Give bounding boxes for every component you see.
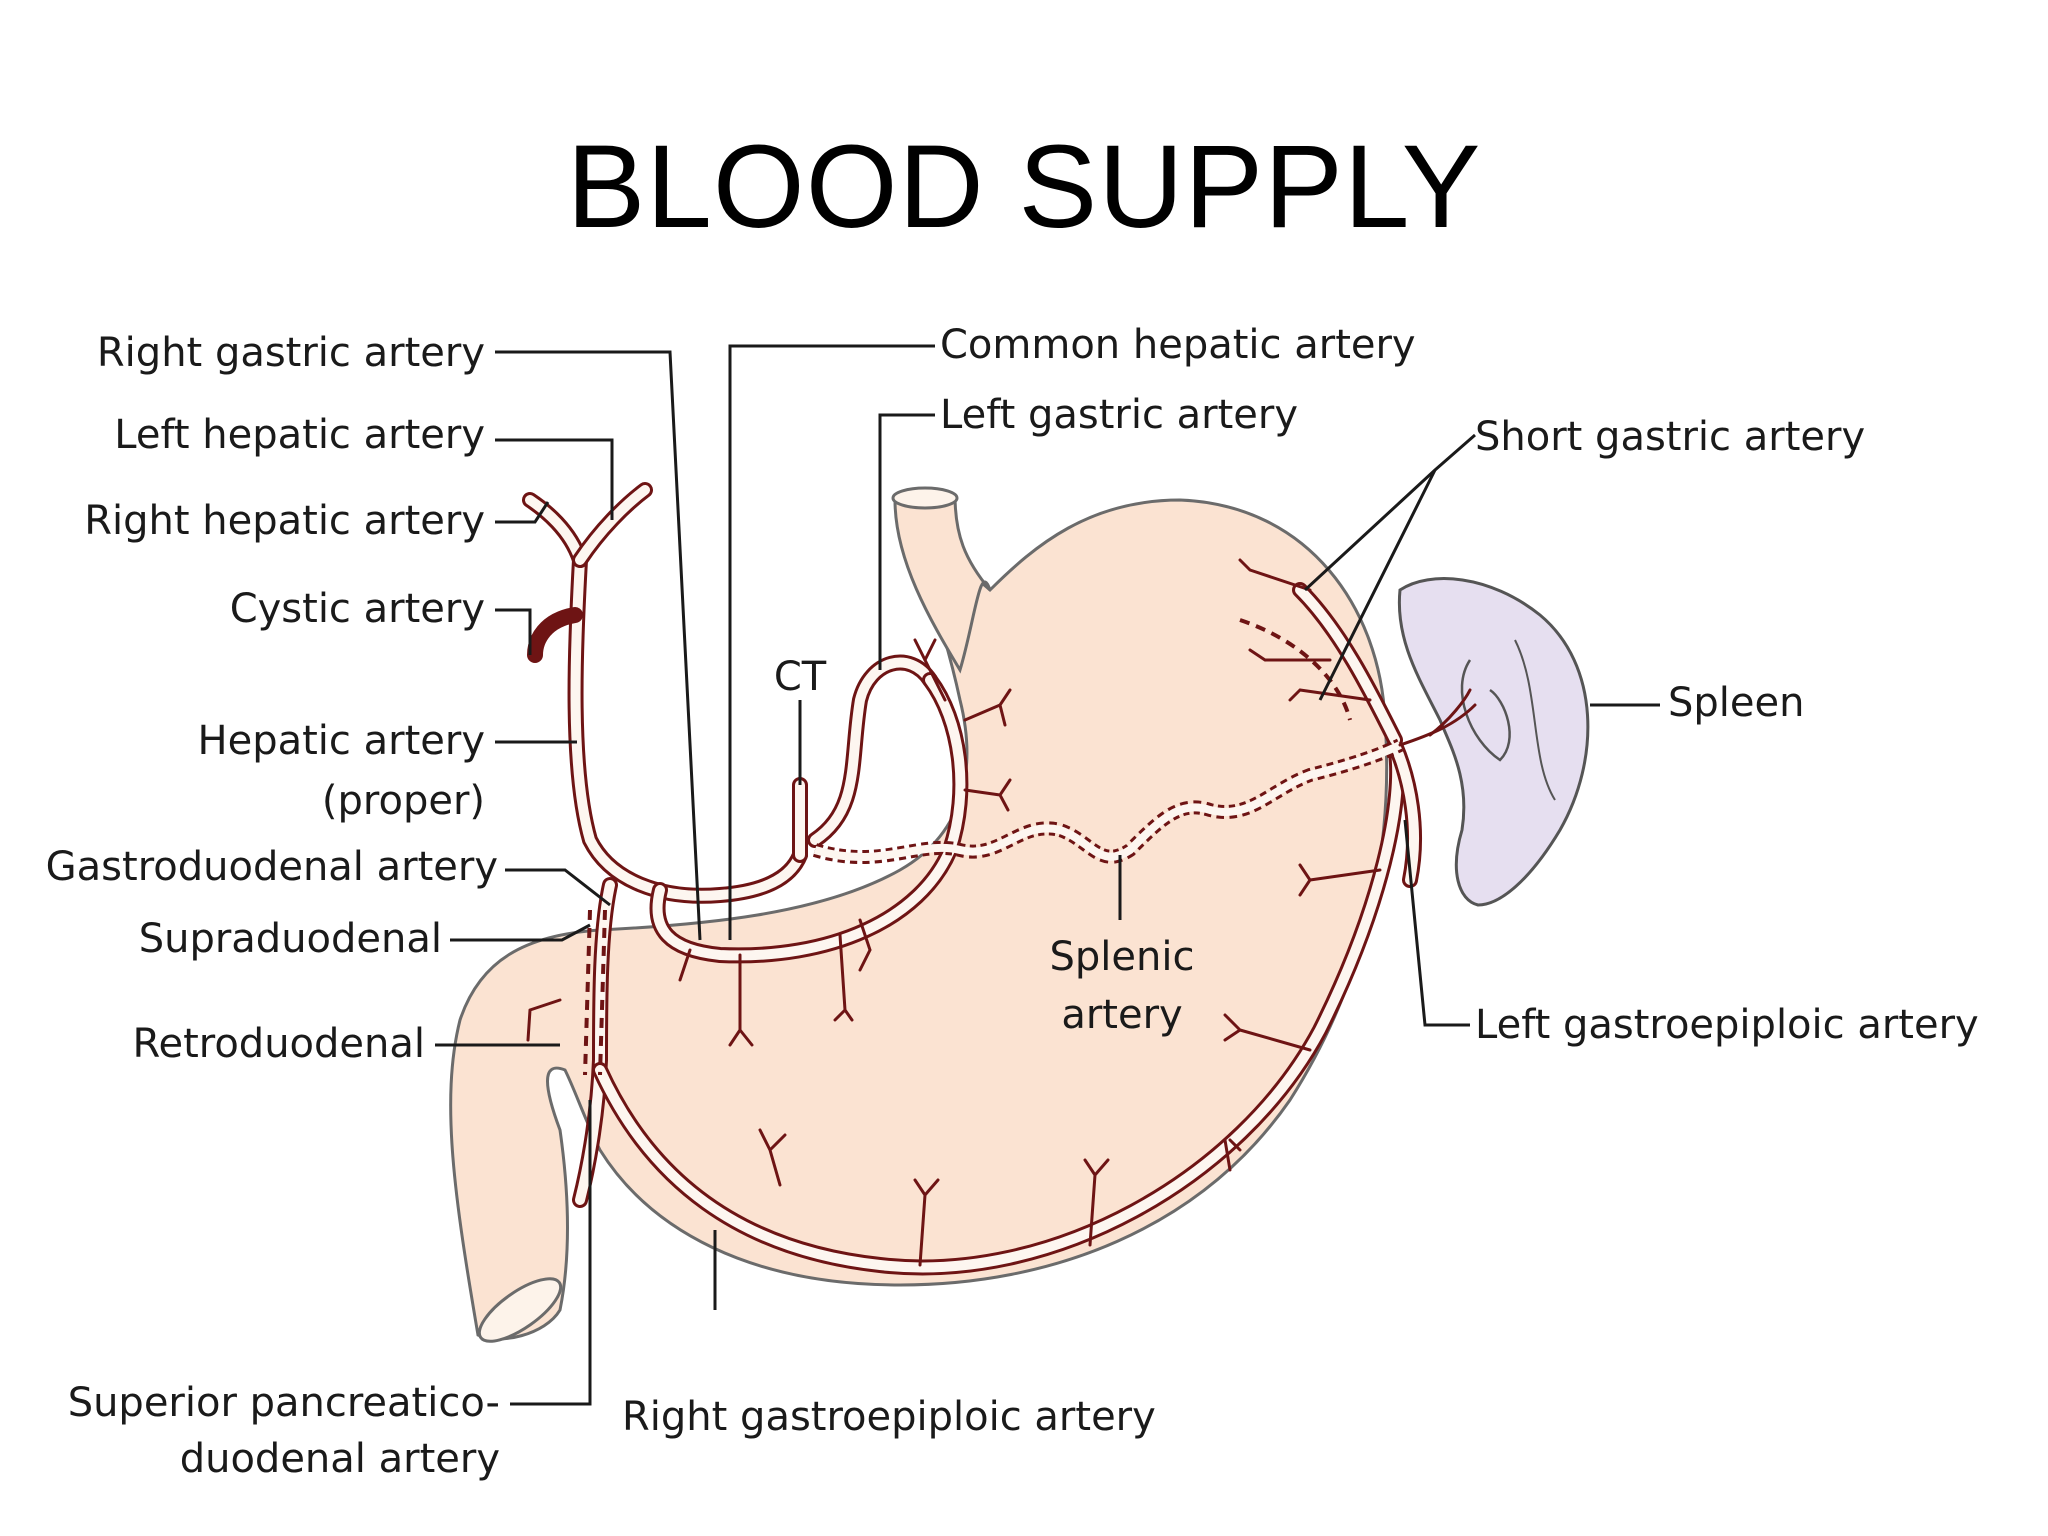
esophagus-opening — [891, 486, 959, 510]
stomach — [449, 498, 1389, 1341]
artery-twigs — [526, 558, 1382, 1267]
label-common-hepatic-artery: Common hepatic artery — [940, 322, 1416, 368]
label-hepatic-artery-proper: Hepatic artery — [198, 718, 485, 764]
label-gastroduodenal-artery: Gastroduodenal artery — [46, 844, 498, 890]
artery-vessels — [522, 482, 1422, 1276]
label-right-gastroepiploic-artery: Right gastroepiploic artery — [622, 1394, 1156, 1440]
slide-title: BLOOD SUPPLY — [566, 121, 1482, 253]
label-supraduodenal: Supraduodenal — [139, 916, 442, 962]
label-superior-pancreaticoduodenal: Superior pancreatico- — [68, 1380, 500, 1426]
short-gastric-dashed — [1239, 618, 1352, 721]
retroduodenal-dashed — [583, 909, 592, 1076]
label-retroduodenal: Retroduodenal — [132, 1021, 425, 1067]
spleen-fold — [1514, 639, 1556, 801]
label-right-hepatic-artery: Right hepatic artery — [84, 498, 485, 544]
label-left-gastroepiploic-artery: Left gastroepiploic artery — [1475, 1002, 1979, 1048]
duodenum-opening — [477, 1277, 563, 1343]
esophagus — [893, 494, 992, 674]
label-superior-pancreaticoduodenal-2: duodenal artery — [180, 1436, 500, 1482]
label-spleen: Spleen — [1668, 680, 1804, 726]
leader-lines — [435, 344, 1660, 1406]
label-short-gastric-artery: Short gastric artery — [1475, 414, 1865, 460]
label-right-gastric-artery: Right gastric artery — [97, 330, 485, 376]
label-left-gastric-artery: Left gastric artery — [940, 392, 1298, 438]
label-hepatic-artery-proper-2: (proper) — [322, 778, 485, 824]
spleen-hilum — [1460, 659, 1511, 762]
spleen — [1397, 577, 1590, 907]
label-splenic-artery: Splenic — [1050, 934, 1195, 980]
label-splenic-artery-2: artery — [1061, 992, 1182, 1038]
label-left-hepatic-artery: Left hepatic artery — [114, 412, 485, 458]
retroduodenal-dashed-2 — [598, 909, 607, 1076]
label-ct: CT — [774, 654, 827, 700]
label-cystic-artery: Cystic artery — [230, 586, 485, 632]
